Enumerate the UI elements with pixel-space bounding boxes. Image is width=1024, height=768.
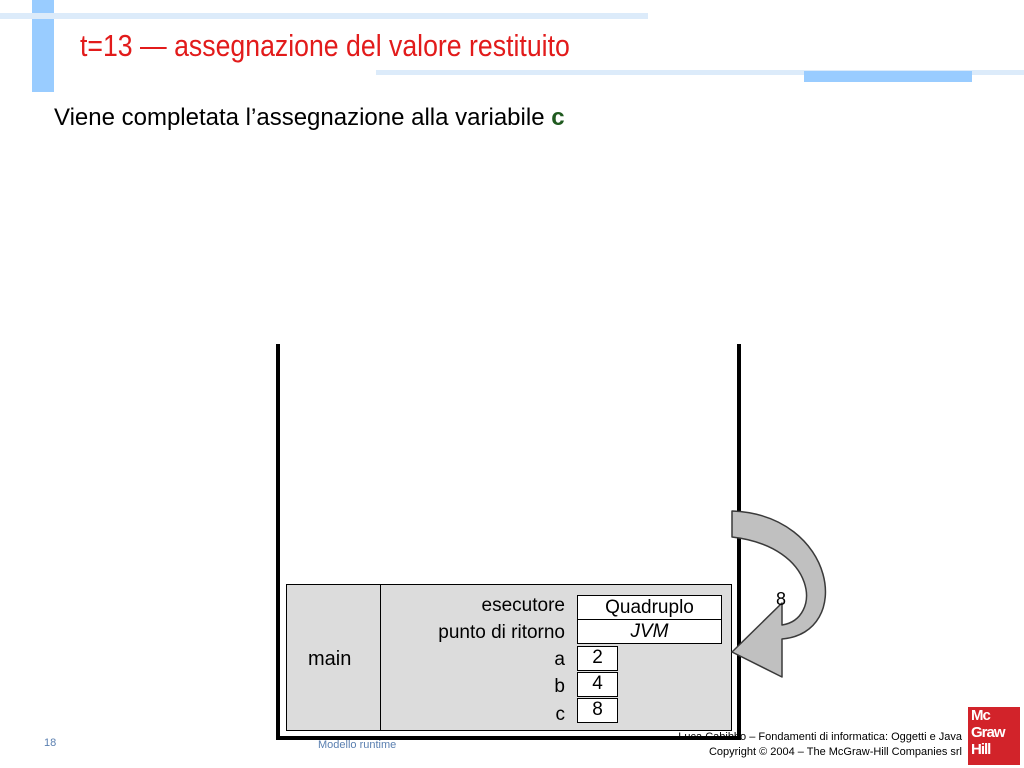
section-label: Modello runtime (318, 739, 397, 751)
stack-left-wall (276, 344, 280, 739)
page-number: 18 (44, 737, 57, 749)
slide-title: t=13 — assegnazione del valore restituit… (80, 28, 570, 63)
header-vertical-bar (32, 0, 54, 92)
label-punto-di-ritorno: punto di ritorno (438, 622, 565, 643)
header-top-line (0, 13, 648, 19)
label-a: a (554, 649, 565, 670)
subtitle-variable: c (551, 104, 565, 131)
value-esecutore: Quadruplo (577, 595, 722, 620)
footer-line-2: Copyright © 2004 – The McGraw-Hill Compa… (708, 746, 962, 758)
header-accent-bar (804, 71, 972, 82)
label-esecutore: esecutore (481, 595, 565, 616)
subtitle-text: Viene completata l’assegnazione alla var… (54, 104, 552, 131)
value-c: 8 (577, 698, 618, 723)
frame-name: main (308, 648, 352, 670)
label-c: c (555, 704, 566, 725)
stack-right-wall (737, 344, 741, 739)
value-punto-di-ritorno: JVM (577, 619, 722, 644)
logo-line-1: Mc (971, 707, 991, 724)
value-b: 4 (577, 672, 618, 697)
header-mid-line (376, 70, 1024, 75)
returned-value: 8 (776, 589, 787, 609)
value-a: 2 (577, 646, 618, 671)
frame-divider (380, 584, 381, 731)
logo-line-2: Graw (971, 724, 1006, 741)
logo-line-3: Hill (971, 741, 991, 758)
return-value-arrow (731, 510, 827, 678)
slide-subtitle: Viene completata l’assegnazione alla var… (54, 104, 565, 132)
footer-credits: Luca Cabibbo – Fondamenti di informatica… (678, 730, 962, 760)
mcgraw-hill-logo: Mc Graw Hill (968, 707, 1020, 765)
footer-line-1: Luca Cabibbo – Fondamenti di informatica… (678, 731, 962, 743)
label-b: b (554, 676, 565, 697)
stack-bottom (276, 736, 741, 740)
